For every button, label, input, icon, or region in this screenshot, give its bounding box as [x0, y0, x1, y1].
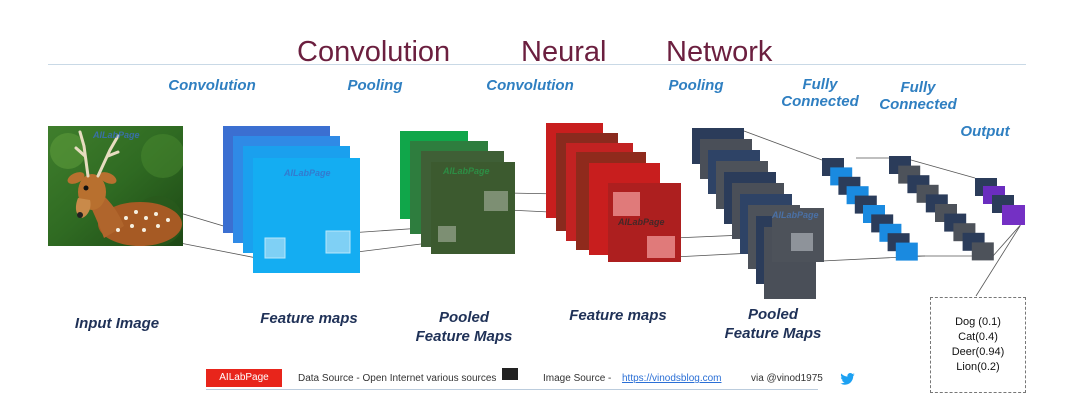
pooled-field-1a [484, 191, 508, 211]
watermark-maps2: AILabPage [618, 217, 665, 227]
output-prob-deer: Deer(0.94) [951, 346, 1005, 358]
footer-source-link[interactable]: https://vinodsblog.com [622, 373, 722, 384]
feature-maps-2 [546, 123, 681, 262]
watermark-maps1: AILabPage [284, 168, 331, 178]
caption-pooled-feature-maps-1: Pooled Feature Maps [402, 308, 526, 346]
fully-connected-2 [889, 156, 994, 261]
caption-input-image: Input Image [74, 315, 160, 332]
caption-feature-maps-2: Feature maps [569, 307, 667, 324]
footer-data-source: Data Source - Open Internet various sour… [298, 373, 497, 384]
caption-pooled2-line2: Feature Maps [724, 325, 822, 342]
pooled-maps-2 [692, 128, 824, 299]
receptive-field-2a [613, 192, 640, 216]
watermark-pooled2: AILabPage [772, 210, 819, 220]
footer-via-handle: via @vinod1975 [751, 373, 823, 384]
pooled-field-1b [438, 226, 456, 242]
watermark-pooled1: AILabPage [443, 166, 490, 176]
output-node-4 [1002, 205, 1025, 225]
title-word-neural: Neural [521, 36, 607, 68]
brand-badge: AILabPage [206, 369, 282, 387]
caption-pooled2-line1: Pooled [747, 306, 798, 323]
title-divider [48, 64, 1026, 65]
stage-label-fc1-line2: Connected [781, 93, 859, 110]
output-layer [975, 178, 1025, 225]
receptive-field-2b [647, 236, 675, 258]
caption-feature-maps-1: Feature maps [260, 310, 358, 327]
pooled-field-2 [791, 233, 813, 251]
twitter-bird-icon [840, 373, 855, 385]
stage-label-pooling-2: Pooling [668, 77, 724, 94]
output-prob-dog: Dog (0.1) [955, 316, 1001, 328]
line-to-output-box [975, 225, 1021, 297]
receptive-field-1b [325, 230, 351, 254]
stage-label-fully-connected-2: Fully Connected [870, 79, 966, 113]
watermark-input: AILabPage [93, 130, 140, 140]
caption-pooled-feature-maps-2: Pooled Feature Maps [711, 305, 835, 343]
footer-rule [206, 389, 818, 390]
line-input-to-conv1-b [179, 242, 268, 261]
receptive-field-1a [264, 237, 286, 259]
stage-label-fully-connected-1: Fully Connected [772, 76, 868, 110]
stage-label-convolution-2: Convolution [486, 77, 574, 94]
stage-label-fc1-line1: Fully [802, 76, 838, 93]
deer-image [48, 126, 183, 246]
fc1-node-10 [895, 242, 918, 261]
caption-pooled1-line2: Feature Maps [415, 328, 513, 345]
fully-connected-1 [822, 158, 918, 261]
stage-label-pooling-1: Pooling [347, 77, 403, 94]
stage-label-output: Output [960, 123, 1010, 140]
stage-label-fc2-line1: Fully [900, 79, 936, 96]
caption-pooled1-line1: Pooled [438, 309, 489, 326]
output-prob-cat: Cat(0.4) [958, 331, 998, 343]
footer-image-source-label: Image Source - [543, 373, 612, 384]
fc2-node-10 [971, 242, 994, 261]
output-probabilities-box: Dog (0.1) Cat(0.4) Deer(0.94) Lion(0.2) [930, 297, 1026, 393]
stage-label-convolution-1: Convolution [168, 77, 256, 94]
line-fc2-to-out-top [910, 159, 976, 179]
title-word-convolution: Convolution [297, 36, 451, 68]
input-image [48, 126, 183, 246]
output-prob-lion: Lion(0.2) [956, 361, 1000, 373]
footer-image-thumbnail [502, 368, 518, 380]
stage-label-fc2-line2: Connected [879, 96, 957, 113]
feature-maps-1 [223, 126, 360, 273]
title-word-network: Network [666, 36, 773, 68]
pooled-maps-1 [400, 131, 515, 254]
line-out-collapse [992, 220, 1025, 257]
line-pool2-to-fc1-top [743, 130, 823, 161]
